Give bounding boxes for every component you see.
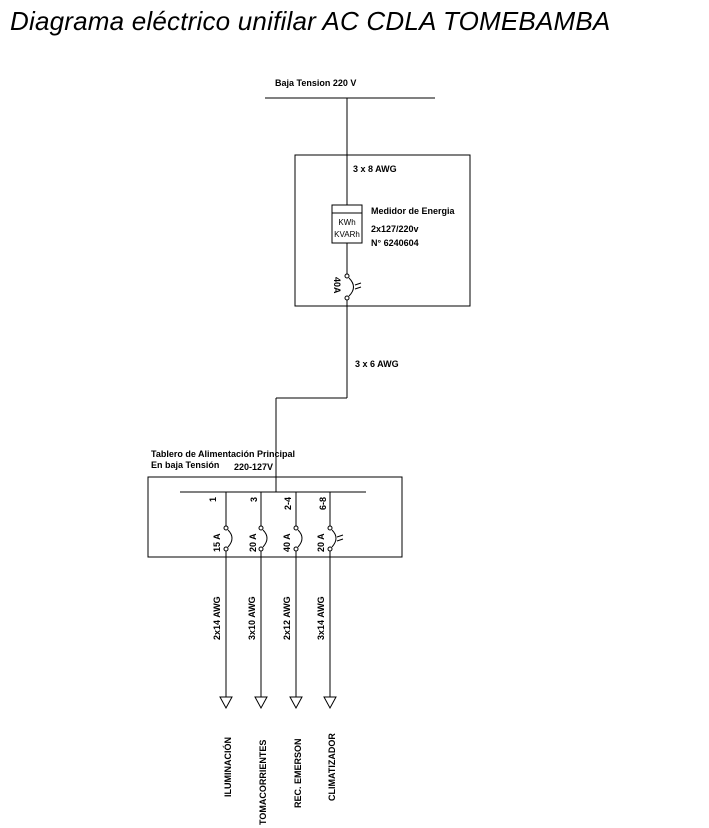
circuit-number: 1	[208, 497, 218, 502]
panel-title-line2: En baja Tensión	[151, 460, 219, 470]
feeder-out-label: 3 x 6 AWG	[355, 359, 399, 369]
cable-size: 2x14 AWG	[212, 596, 222, 640]
circuit-breaker-icon	[258, 525, 268, 552]
load-arrow-icon	[323, 696, 337, 710]
meter-number: N° 6240604	[371, 238, 419, 248]
meter-name: Medidor de Energia	[371, 206, 456, 216]
panel-enclosure	[147, 476, 403, 558]
meter-rating: 2x127/220v	[371, 224, 419, 234]
supply-label: Baja Tension 220 V	[275, 78, 356, 88]
load-arrow-icon	[254, 696, 268, 710]
breaker-rating: 40 A	[282, 533, 292, 552]
breaker-rating: 20 A	[316, 533, 326, 552]
circuit-breaker-icon	[327, 525, 344, 552]
load-label: REC. EMERSON	[293, 738, 303, 808]
load-label: TOMACORRIENTES	[258, 740, 268, 825]
cable-size: 2x12 AWG	[282, 596, 292, 640]
circuit-breaker-icon	[293, 525, 303, 552]
breaker-rating: 15 A	[212, 533, 222, 552]
meter-enclosure	[294, 154, 471, 307]
feeder-in-label: 3 x 8 AWG	[353, 164, 397, 174]
circuit-1: 1 15 A 2x14 AWG ILUMINACIÓN	[208, 492, 233, 797]
meter-unit-kwh: KWh	[338, 218, 355, 227]
load-label: CLIMATIZADOR	[327, 733, 337, 801]
energy-meter: KWh KVARh	[331, 204, 363, 244]
cable-size: 3x10 AWG	[247, 596, 257, 640]
circuit-3: 3 20 A 3x10 AWG TOMACORRIENTES	[247, 492, 268, 825]
panel-title-line1: Tablero de Alimentación Principal	[151, 449, 295, 459]
load-arrow-icon	[219, 696, 233, 710]
circuit-number: 6-8	[318, 497, 328, 510]
load-label: ILUMINACIÓN	[222, 737, 233, 797]
main-breaker-rating: 40A	[332, 277, 342, 294]
load-arrow-icon	[289, 696, 303, 710]
meter-unit-kvarh: KVARh	[334, 230, 360, 239]
circuit-2-4: 2-4 40 A 2x12 AWG REC. EMERSON	[282, 492, 303, 808]
circuit-number: 3	[249, 497, 259, 502]
circuit-breaker-icon	[223, 525, 233, 552]
main-breaker-icon	[344, 273, 362, 301]
breaker-rating: 20 A	[248, 533, 258, 552]
circuit-6-8: 6-8 20 A 3x14 AWG CLIMATIZADOR	[316, 492, 344, 801]
circuit-number: 2-4	[283, 497, 293, 510]
panel-voltage: 220-127V	[234, 462, 273, 472]
diagram-title: Diagrama eléctrico unifilar AC CDLA TOME…	[10, 6, 611, 36]
cable-size: 3x14 AWG	[316, 596, 326, 640]
